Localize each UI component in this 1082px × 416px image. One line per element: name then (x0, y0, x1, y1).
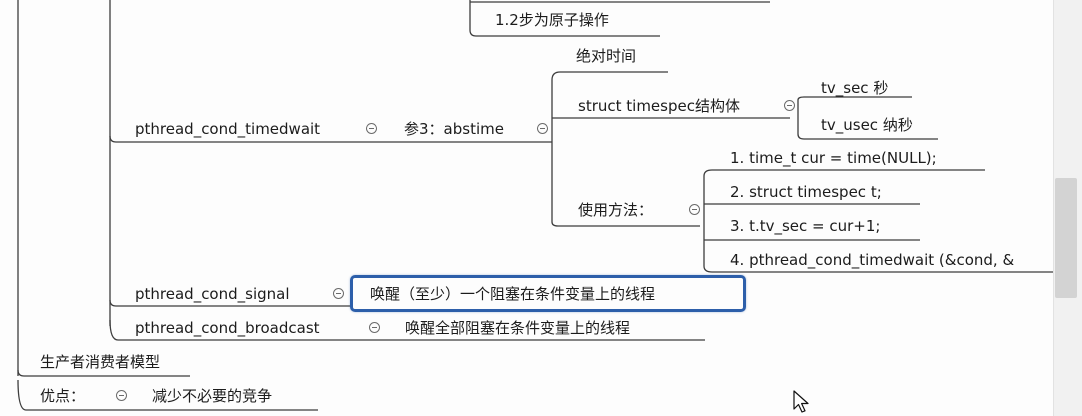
mouse-cursor-icon (793, 390, 809, 413)
node-producer-consumer[interactable]: 生产者消费者模型 (40, 353, 161, 371)
selected-node-frame (350, 275, 746, 312)
collapse-toggle-broadcast[interactable] (369, 322, 380, 333)
node-pthread-cond-broadcast[interactable]: pthread_cond_broadcast (135, 319, 320, 337)
node-advantage[interactable]: 优点： (40, 387, 86, 405)
node-usage-step-3[interactable]: 3. t.tv_sec = cur+1; (730, 217, 881, 235)
node-atomic-step[interactable]: 1.2步为原子操作 (495, 11, 609, 29)
node-advantage-desc[interactable]: 减少不必要的竞争 (152, 387, 273, 405)
node-tv-sec[interactable]: tv_sec 秒 (821, 79, 889, 97)
node-usage[interactable]: 使用方法： (578, 201, 654, 219)
node-absolute-time[interactable]: 绝对时间 (576, 47, 637, 65)
collapse-toggle-signal[interactable] (333, 288, 344, 299)
node-param-abstime[interactable]: 参3：abstime (404, 120, 504, 138)
node-usage-step-2[interactable]: 2. struct timespec t; (730, 183, 882, 201)
node-tv-usec[interactable]: tv_usec 纳秒 (821, 116, 913, 134)
scrollbar-thumb[interactable] (1055, 178, 1077, 298)
node-pthread-cond-signal[interactable]: pthread_cond_signal (135, 285, 290, 303)
node-usage-step-1[interactable]: 1. time_t cur = time(NULL); (730, 149, 937, 167)
collapse-toggle-abstime[interactable] (537, 123, 548, 134)
node-signal-desc[interactable]: 唤醒（至少）一个阻塞在条件变量上的线程 (370, 285, 656, 303)
node-struct-timespec[interactable]: struct timespec结构体 (578, 97, 740, 115)
collapse-toggle-timedwait[interactable] (366, 123, 377, 134)
node-pthread-cond-timedwait[interactable]: pthread_cond_timedwait (135, 120, 321, 138)
node-usage-step-4[interactable]: 4. pthread_cond_timedwait (&cond, & (730, 251, 1015, 269)
node-broadcast-desc[interactable]: 唤醒全部阻塞在条件变量上的线程 (405, 319, 631, 337)
collapse-toggle-usage[interactable] (689, 204, 700, 215)
collapse-toggle-struct[interactable] (784, 100, 795, 111)
collapse-toggle-advantage[interactable] (116, 390, 127, 401)
